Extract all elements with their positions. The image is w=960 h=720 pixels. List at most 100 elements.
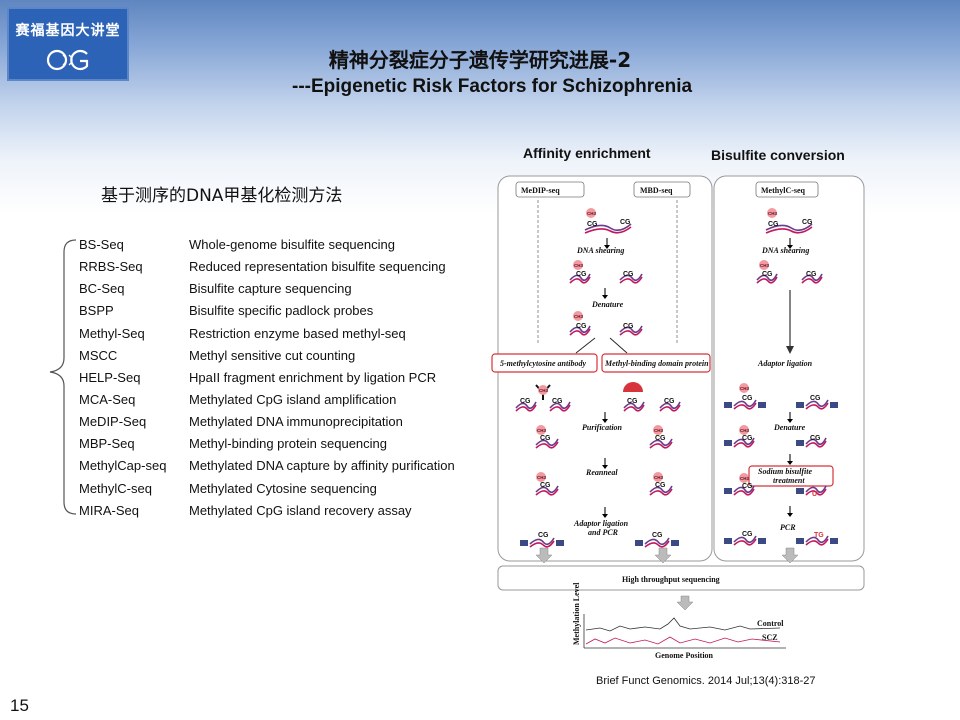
- strand-final-a: [644, 537, 670, 546]
- antibody-box: [491, 353, 598, 373]
- bs-strand-treated-b: [733, 488, 755, 496]
- bs-strand-short-a: [801, 273, 823, 282]
- scz-trace: [585, 636, 781, 645]
- sodium-bisulfite-label-1: Sodium bisulfite: [758, 467, 812, 476]
- adaptor-block: [724, 440, 732, 446]
- uracil-label: U: [812, 491, 817, 498]
- cg-label: CG: [762, 271, 773, 278]
- bs-strand-ligated-a: [733, 399, 757, 408]
- step-arrow-head: [787, 419, 793, 423]
- strand-short-b: [619, 328, 643, 336]
- bs-strand-long-b: [765, 226, 813, 234]
- strand-captured-b: [515, 404, 537, 412]
- mbd-protein-label: Methyl-binding domain protein: [604, 359, 709, 368]
- cg-label: CG: [620, 219, 631, 226]
- strand-captured-b: [623, 404, 645, 412]
- scz-label: SCZ: [762, 633, 778, 642]
- cg-label: CG: [810, 395, 821, 402]
- strand-captured-b: [659, 404, 681, 412]
- methyl-mark: [653, 425, 663, 435]
- sodium-bisulfite-label-2: treatment: [773, 476, 805, 485]
- bs-strand-ligated-a: [805, 399, 829, 408]
- adaptor-block: [724, 402, 732, 408]
- step-arrow-head: [602, 419, 608, 423]
- cg-label: CG: [742, 483, 753, 490]
- bs-strand-treated-a: [733, 485, 755, 494]
- step-arrow-head: [604, 245, 610, 249]
- strand-captured-a: [659, 401, 681, 410]
- strand-reannealed-a: [535, 485, 559, 494]
- antibody-label: 5-methylcytosine antibody: [500, 359, 586, 368]
- mbd-protein-box: [601, 353, 711, 373]
- plot-ylabel: Methylation Level: [572, 582, 581, 645]
- slide-title: 精神分裂症分子遗传学研究进展-2: [328, 48, 632, 72]
- cg-label: CG: [540, 435, 551, 442]
- strand-purified-a: [535, 438, 559, 447]
- methyl-mark: [653, 472, 663, 482]
- adaptor-block: [796, 488, 804, 494]
- step-dna-shearing-1: DNA shearing: [576, 246, 624, 255]
- strand-purified-b: [649, 441, 673, 449]
- step-denature-2: Denature: [773, 423, 806, 432]
- cg-label: CG: [742, 395, 753, 402]
- methyl-mark: [586, 208, 596, 218]
- adaptor-block: [520, 540, 528, 546]
- adaptor-block: [724, 538, 732, 544]
- strand-captured-a: [623, 401, 645, 410]
- methyl-mark-text: CH3: [539, 388, 548, 393]
- methods-heading: 基于测序的DNA甲基化检测方法: [101, 186, 343, 206]
- methyl-mark-text: CH3: [537, 475, 546, 480]
- method-abbr: Methyl-Seq: [79, 325, 145, 341]
- strand-captured-b: [549, 404, 571, 412]
- bs-strand-pcr-a: [805, 535, 829, 544]
- logo: 赛福基因大讲堂: [7, 7, 129, 81]
- methyl-mark-text: CH3: [654, 475, 663, 480]
- methyl-mark: [573, 311, 583, 321]
- gray-down-arrow: [654, 547, 672, 564]
- step-arrow-head: [787, 461, 793, 465]
- gray-down-arrow: [535, 547, 553, 564]
- step-dna-shearing-2: DNA shearing: [761, 246, 809, 255]
- cg-label: CG: [768, 221, 779, 228]
- step-adaptor-pcr-1: Adaptor ligation: [573, 519, 629, 528]
- methylc-label-box: [755, 181, 819, 198]
- adaptor-block: [796, 538, 804, 544]
- strand-short-a: [569, 325, 591, 334]
- methyl-mark-text: CH3: [654, 428, 663, 433]
- step-adaptor-pcr-2: and PCR: [588, 528, 619, 537]
- strand-short-b: [569, 276, 591, 284]
- method-full-name: Reduced representation bisulfite sequenc…: [189, 259, 446, 275]
- bs-strand-short-b: [756, 276, 778, 284]
- method-full-name: Methylated DNA immunoprecipitation: [189, 414, 403, 430]
- methyl-mark-text: CH3: [537, 428, 546, 433]
- strand-short-a: [619, 325, 643, 334]
- method-abbr: RRBS-Seq: [79, 259, 143, 275]
- slide-subtitle: ---Epigenetic Risk Factors for Schizophr…: [292, 76, 693, 97]
- bs-strand-ligated-b: [805, 402, 829, 410]
- adaptor-block: [796, 440, 804, 446]
- method-full-name: Whole-genome bisulfite sequencing: [189, 237, 395, 252]
- gray-down-arrow: [781, 547, 799, 564]
- method-abbr: MeDIP-Seq: [79, 414, 147, 430]
- bs-strand-denatured-a: [733, 437, 755, 446]
- affinity-enrichment-header: Affinity enrichment: [523, 145, 651, 161]
- hts-down-arrow: [676, 595, 694, 611]
- bs-strand-pcr-b: [805, 538, 829, 546]
- control-label: Control: [757, 619, 784, 628]
- strand-short-b: [569, 328, 591, 336]
- methyl-mark-text: CH3: [740, 476, 749, 481]
- cg-label: CG: [520, 398, 531, 405]
- step-reanneal: Reanneal: [585, 468, 618, 477]
- method-full-name: Methylated DNA capture by affinity purif…: [189, 458, 455, 474]
- down-arrows-group: [535, 547, 799, 564]
- bs-strand-long-a: [765, 223, 813, 232]
- split-arrow-left: [575, 337, 596, 354]
- method-full-name: Bisulfite capture sequencing: [189, 281, 352, 297]
- strand-reannealed-a: [649, 485, 673, 494]
- method-abbr: MBP-Seq: [79, 436, 135, 452]
- page-number: 15: [10, 696, 29, 715]
- methyl-mark: [759, 260, 769, 270]
- strand-long-1-a: [584, 223, 632, 232]
- bs-strand-denatured-b: [805, 440, 827, 448]
- adaptor-block: [830, 538, 838, 544]
